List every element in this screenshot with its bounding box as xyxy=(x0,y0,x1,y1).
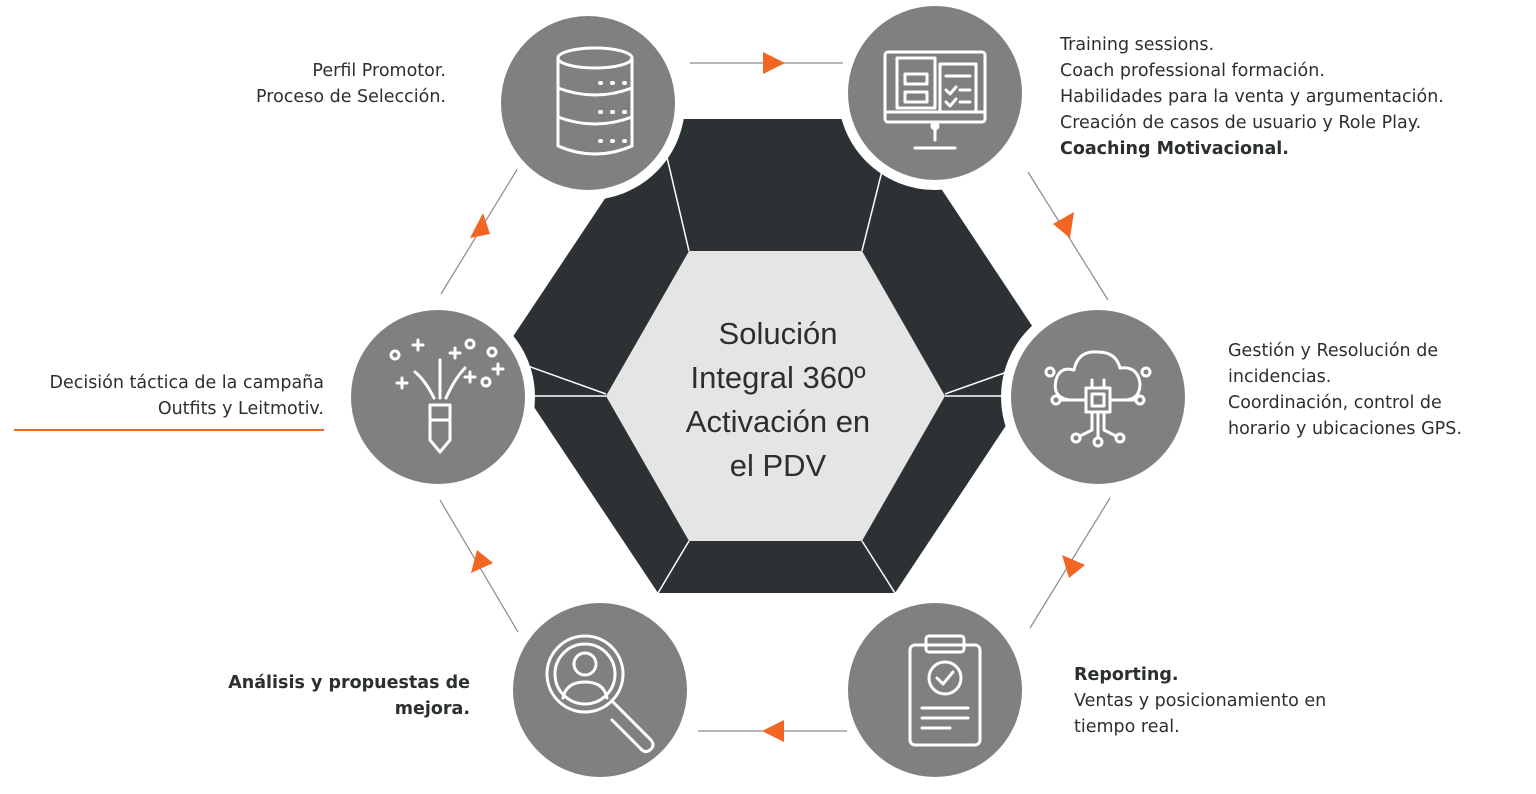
label-line: Ventas y posicionamiento en xyxy=(1074,691,1327,711)
label-line-bold: mejora. xyxy=(394,699,470,719)
database-icon xyxy=(556,46,634,156)
center-hexagon xyxy=(606,251,945,541)
node-left xyxy=(341,300,535,494)
arrow-2 xyxy=(1053,212,1074,238)
label-line-bold: Reporting. xyxy=(1074,665,1179,685)
label-line-bold: Análisis y propuestas de xyxy=(228,673,470,693)
label-line-bold: Coaching Motivacional. xyxy=(1060,139,1289,159)
label-line: Gestión y Resolución de xyxy=(1228,341,1439,361)
label-line: incidencias. xyxy=(1228,367,1332,387)
label-line: Perfil Promotor. xyxy=(312,61,446,81)
label-top-right: Training sessions. Coach professional fo… xyxy=(1060,32,1444,162)
arrow-1 xyxy=(763,52,785,74)
label-bottom-right: Reporting. Ventas y posicionamiento en t… xyxy=(1074,662,1326,740)
label-left-underline xyxy=(14,429,324,431)
direction-arrows xyxy=(470,52,1085,742)
arrow-4 xyxy=(762,720,784,742)
segment-dividers xyxy=(499,118,1053,594)
label-top-left: Perfil Promotor. Proceso de Selección. xyxy=(256,58,446,110)
arrow-6 xyxy=(470,213,490,238)
center-line-2: Integral 360º xyxy=(690,360,866,395)
arrow-3 xyxy=(1062,555,1085,578)
clipboard-check-icon xyxy=(908,634,982,747)
label-line: Training sessions. xyxy=(1060,35,1215,55)
cloud-chip-icon xyxy=(1044,350,1152,448)
label-line: tiempo real. xyxy=(1074,717,1180,737)
node-bottom-left xyxy=(503,593,697,787)
creative-pencil-icon xyxy=(389,338,505,454)
center-line-3: Activación en xyxy=(685,404,871,439)
center-title: Solución Integral 360º Activación en el … xyxy=(638,312,918,488)
label-left: Decisión táctica de la campaña Outfits y… xyxy=(49,370,324,422)
label-line: horario y ubicaciones GPS. xyxy=(1228,419,1462,439)
label-bottom-left: Análisis y propuestas de mejora. xyxy=(228,670,470,722)
label-line: Creación de casos de usuario y Role Play… xyxy=(1060,113,1422,133)
arrow-5 xyxy=(471,550,493,573)
center-line-4: el PDV xyxy=(729,448,827,483)
label-right: Gestión y Resolución de incidencias. Coo… xyxy=(1228,338,1462,442)
label-line: Habilidades para la venta y argumentació… xyxy=(1060,87,1444,107)
label-line: Decisión táctica de la campaña xyxy=(49,373,324,393)
node-top-left xyxy=(491,6,685,200)
label-line: Coordinación, control de xyxy=(1228,393,1442,413)
node-right xyxy=(1001,300,1195,494)
label-line: Coach professional formación. xyxy=(1060,61,1325,81)
training-screen-icon xyxy=(883,50,987,150)
magnifier-person-icon xyxy=(545,634,655,754)
label-line: Proceso de Selección. xyxy=(256,87,446,107)
label-line: Outfits y Leitmotiv. xyxy=(157,399,324,419)
center-line-1: Solución xyxy=(718,316,838,351)
